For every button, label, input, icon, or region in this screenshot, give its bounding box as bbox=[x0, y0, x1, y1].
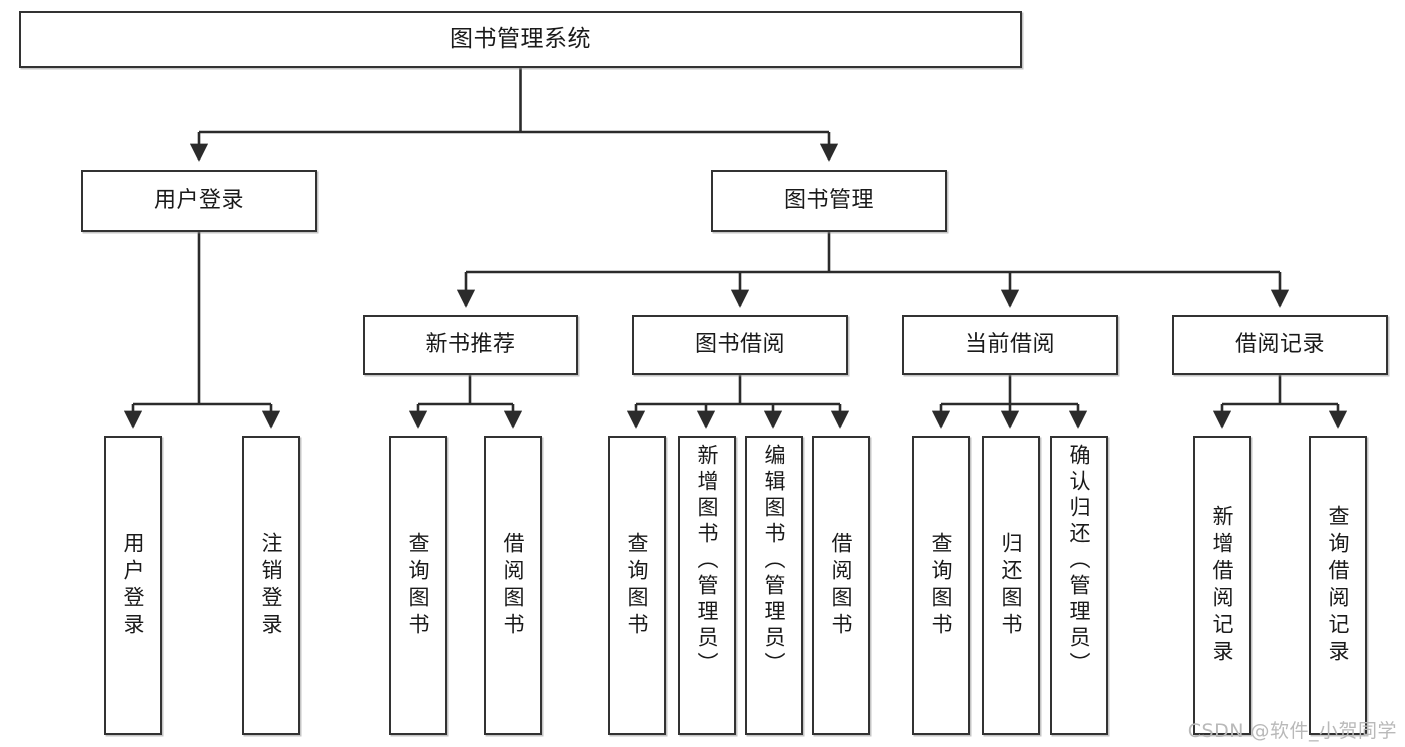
leaf-confirm-return-admin[interactable]: 确认归还（管理员） bbox=[1050, 436, 1108, 735]
node-label: 图书管理 bbox=[783, 188, 874, 214]
leaf-borrow-book-borrow[interactable]: 借阅图书 bbox=[812, 436, 870, 735]
leaf-edit-book-admin[interactable]: 编辑图书（管理员） bbox=[745, 436, 803, 735]
leaf-query-book-borrow[interactable]: 查询图书 bbox=[608, 436, 666, 735]
leaf-add-borrow-record[interactable]: 新增借阅记录 bbox=[1193, 436, 1251, 735]
leaf-label: 借阅图书 bbox=[501, 531, 526, 640]
leaf-label: 查询图书 bbox=[406, 531, 431, 640]
node-label: 图书借阅 bbox=[694, 332, 785, 358]
leaf-label: 新增借阅记录 bbox=[1210, 504, 1235, 667]
leaf-label: 新增图书（管理员） bbox=[695, 444, 720, 678]
node-label: 新书推荐 bbox=[425, 332, 516, 358]
node-label: 用户登录 bbox=[153, 188, 244, 214]
leaf-label: 编辑图书（管理员） bbox=[762, 444, 787, 678]
leaf-query-book-current[interactable]: 查询图书 bbox=[912, 436, 970, 735]
leaf-label: 查询图书 bbox=[625, 531, 650, 640]
node-label: 借阅记录 bbox=[1234, 332, 1325, 358]
leaf-return-book[interactable]: 归还图书 bbox=[982, 436, 1040, 735]
leaf-label: 确认归还（管理员） bbox=[1067, 444, 1092, 678]
leaf-add-book-admin[interactable]: 新增图书（管理员） bbox=[678, 436, 736, 735]
leaf-label: 归还图书 bbox=[999, 531, 1024, 640]
leaf-query-borrow-record[interactable]: 查询借阅记录 bbox=[1309, 436, 1367, 735]
leaf-user-login[interactable]: 用户登录 bbox=[104, 436, 162, 735]
leaf-label: 借阅图书 bbox=[829, 531, 854, 640]
csdn-watermark: CSDN @软件_小贺同学 bbox=[1187, 720, 1397, 742]
node-label: 图书管理系统 bbox=[450, 26, 591, 53]
node-borrow-record[interactable]: 借阅记录 bbox=[1172, 315, 1388, 375]
leaf-label: 注销登录 bbox=[259, 531, 284, 640]
node-root-book-management-system[interactable]: 图书管理系统 bbox=[19, 11, 1022, 68]
leaf-query-book-recommend[interactable]: 查询图书 bbox=[389, 436, 447, 735]
node-book-borrow[interactable]: 图书借阅 bbox=[632, 315, 848, 375]
node-new-book-recommend[interactable]: 新书推荐 bbox=[363, 315, 578, 375]
leaf-borrow-book-recommend[interactable]: 借阅图书 bbox=[484, 436, 542, 735]
leaf-label: 用户登录 bbox=[121, 531, 146, 640]
leaf-logout-login[interactable]: 注销登录 bbox=[242, 436, 300, 735]
leaf-label: 查询图书 bbox=[929, 531, 954, 640]
node-current-borrow[interactable]: 当前借阅 bbox=[902, 315, 1118, 375]
node-book-management[interactable]: 图书管理 bbox=[711, 170, 947, 232]
leaf-label: 查询借阅记录 bbox=[1326, 504, 1351, 667]
node-label: 当前借阅 bbox=[964, 332, 1055, 358]
node-user-login[interactable]: 用户登录 bbox=[81, 170, 317, 232]
